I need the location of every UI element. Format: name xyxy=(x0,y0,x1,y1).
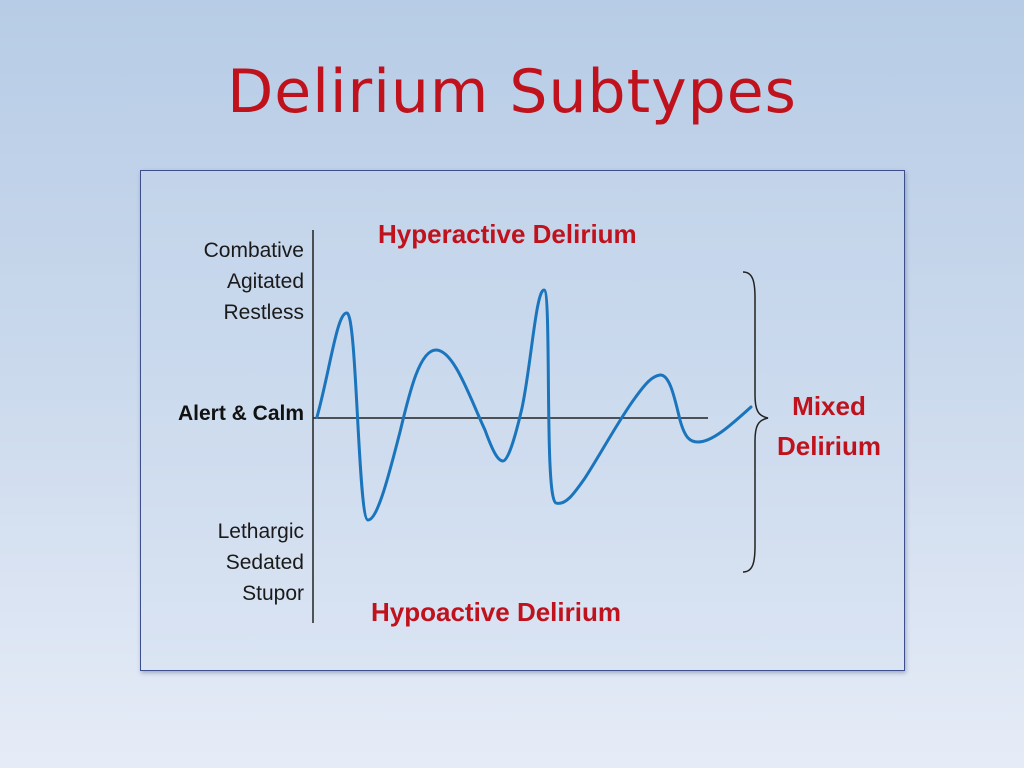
slide-title: Delirium Subtypes xyxy=(227,57,797,127)
activity-wave xyxy=(315,288,753,522)
diagram-frame xyxy=(140,170,905,671)
state-label-sedated: Sedated xyxy=(225,551,304,574)
baseline-state-label: Alert & Calm xyxy=(177,402,304,425)
state-label-stupor: Stupor xyxy=(242,582,304,605)
state-label-lethargic: Lethargic xyxy=(217,520,304,543)
state-label-agitated: Agitated xyxy=(226,270,304,293)
state-label-combative: Combative xyxy=(203,239,304,262)
mixed-brace-icon xyxy=(742,271,769,573)
mixed-delirium-label: Mixed Delirium xyxy=(764,386,894,466)
hypoactive-delirium-label: Hypoactive Delirium xyxy=(371,597,621,627)
hyperactive-delirium-label: Hyperactive Delirium xyxy=(378,219,637,249)
upper-state-labels: Combative Agitated Restless xyxy=(150,235,304,328)
state-label-restless: Restless xyxy=(223,301,304,324)
mixed-label-line-1: Mixed xyxy=(792,391,866,421)
mixed-label-line-2: Delirium xyxy=(776,431,882,461)
lower-state-labels: Lethargic Sedated Stupor xyxy=(150,516,304,609)
